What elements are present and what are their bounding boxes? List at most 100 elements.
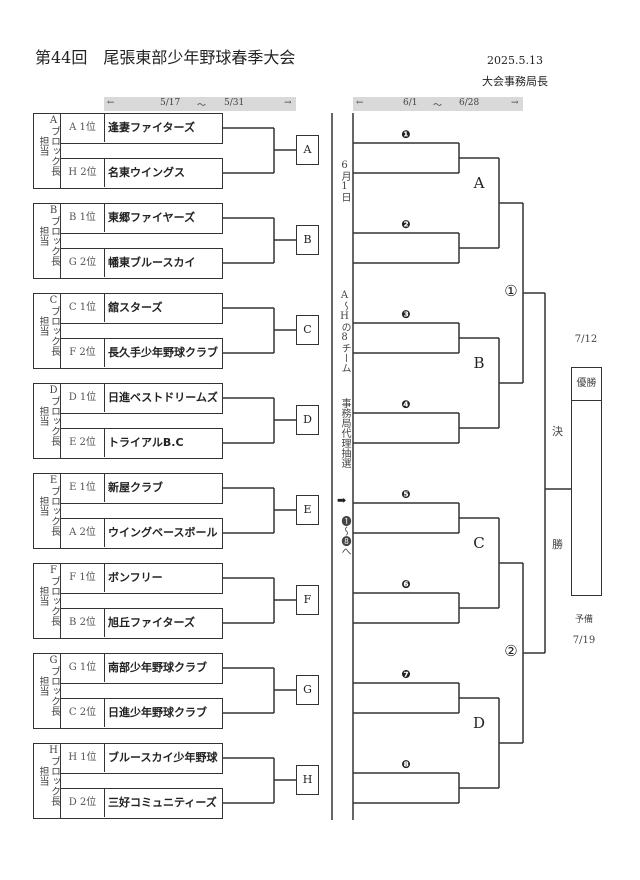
team-rank: E 1位 <box>61 474 105 502</box>
draw-office: 事務局代理抽選 <box>339 398 350 468</box>
block-letter: A <box>48 115 59 126</box>
block-role: ブロック長 <box>48 216 60 266</box>
team-name: ブルースカイ少年野球 <box>108 751 218 764</box>
block-winner-box: G <box>296 675 319 705</box>
block-duty: 担当 <box>37 316 48 336</box>
team-row: A 2位ウイングベースボール <box>60 518 223 549</box>
slot-number: ❸ <box>401 308 411 321</box>
arrow-right-icon: ➡ <box>337 494 347 507</box>
issuer: 大会事務局長 <box>482 75 548 88</box>
period-end: 6/28 <box>459 98 480 108</box>
block-letter: H <box>48 745 59 756</box>
block-winner-box: D <box>296 405 319 435</box>
team-row: F 2位長久手少年野球クラブ <box>60 338 223 369</box>
team-row: C 2位日進少年野球クラブ <box>60 698 223 729</box>
team-row: B 2位旭丘ファイターズ <box>60 608 223 639</box>
arrow-right-icon: → <box>511 98 519 108</box>
team-name: トライアルB.C <box>108 436 184 449</box>
team-row: C 1位舘スターズ <box>60 293 223 324</box>
reserve-label: 予備 <box>574 615 593 625</box>
block-letter: C <box>48 295 59 306</box>
block-winner-box: C <box>296 315 319 345</box>
block-winner-box: B <box>296 225 319 255</box>
team-name: ウイングベースボール <box>108 526 218 539</box>
team-rank: E 2位 <box>61 429 105 457</box>
team-row: H 2位名東ウイングス <box>60 158 223 189</box>
final-box: 優勝 <box>571 367 602 596</box>
block-duty: 担当 <box>37 766 48 786</box>
group-label: D <box>472 714 486 732</box>
period-bar-right: ← 6/1 〜 6/28 → <box>353 97 523 111</box>
team-name: 南部少年野球クラブ <box>108 661 207 674</box>
team-name: 逢妻ファイターズ <box>108 121 196 134</box>
final-label-top: 決 <box>552 425 563 438</box>
draw-target: ❶〜❽へ <box>339 516 350 556</box>
team-rank: F 2位 <box>61 339 105 367</box>
arrow-left-icon: ← <box>107 98 115 108</box>
period-end: 5/31 <box>224 98 245 108</box>
semifinal-label: ② <box>504 642 518 660</box>
slot-number: ❹ <box>401 398 411 411</box>
block-duty: 担当 <box>37 136 48 156</box>
team-row: D 2位三好コミュニティーズ <box>60 788 223 819</box>
champion-label: 優勝 <box>572 368 601 401</box>
period-tilde: 〜 <box>197 101 207 111</box>
period-start: 6/1 <box>403 98 418 108</box>
team-row: D 1位日進ベストドリームズ <box>60 383 223 414</box>
semifinal-label: ① <box>504 282 518 300</box>
team-rank: C 2位 <box>61 699 105 727</box>
draw-note: A〜Hの8チーム <box>339 290 350 373</box>
group-label: A <box>473 174 485 192</box>
block-role: ブロック長 <box>48 306 60 356</box>
block-role: ブロック長 <box>48 396 60 446</box>
team-name: 名東ウイングス <box>108 166 185 179</box>
team-row: G 1位南部少年野球クラブ <box>60 653 223 684</box>
team-row: G 2位幡東ブルースカイ <box>60 248 223 279</box>
slot-number: ❽ <box>401 758 411 771</box>
slot-number: ❻ <box>401 578 411 591</box>
block-duty: 担当 <box>37 226 48 246</box>
slot-number: ❶ <box>401 128 411 141</box>
issue-date: 2025.5.13 <box>487 54 543 67</box>
team-rank: D 2位 <box>61 789 105 817</box>
team-rank: G 2位 <box>61 249 105 277</box>
team-name: 旭丘ファイターズ <box>108 616 196 629</box>
period-start: 5/17 <box>160 98 181 108</box>
team-rank: C 1位 <box>61 294 105 322</box>
team-row: F 1位ボンフリー <box>60 563 223 594</box>
team-row: H 1位ブルースカイ少年野球 <box>60 743 223 774</box>
team-name: 幡東ブルースカイ <box>108 256 196 269</box>
final-date: 7/12 <box>574 334 598 345</box>
block-role: ブロック長 <box>48 576 60 626</box>
group-label: B <box>473 354 485 372</box>
block-letter: F <box>48 565 59 576</box>
team-rank: G 1位 <box>61 654 105 682</box>
team-rank: A 2位 <box>61 519 105 547</box>
team-rank: H 2位 <box>61 159 105 187</box>
team-rank: B 2位 <box>61 609 105 637</box>
team-name: 日進少年野球クラブ <box>108 706 207 719</box>
team-row: E 1位新屋クラブ <box>60 473 223 504</box>
block-role: ブロック長 <box>48 666 60 716</box>
team-rank: H 1位 <box>61 744 105 772</box>
block-winner-box: A <box>296 135 319 165</box>
team-name: ボンフリー <box>108 571 163 584</box>
block-duty: 担当 <box>37 676 48 696</box>
block-letter: D <box>48 385 59 396</box>
block-duty: 担当 <box>37 406 48 426</box>
team-rank: B 1位 <box>61 204 105 232</box>
block-duty: 担当 <box>37 496 48 516</box>
block-winner-box: F <box>296 585 319 615</box>
team-name: 舘スターズ <box>108 301 163 314</box>
slot-number: ❼ <box>401 668 411 681</box>
page-title: 第44回 尾張東部少年野球春季大会 <box>35 48 296 67</box>
team-row: E 2位トライアルB.C <box>60 428 223 459</box>
